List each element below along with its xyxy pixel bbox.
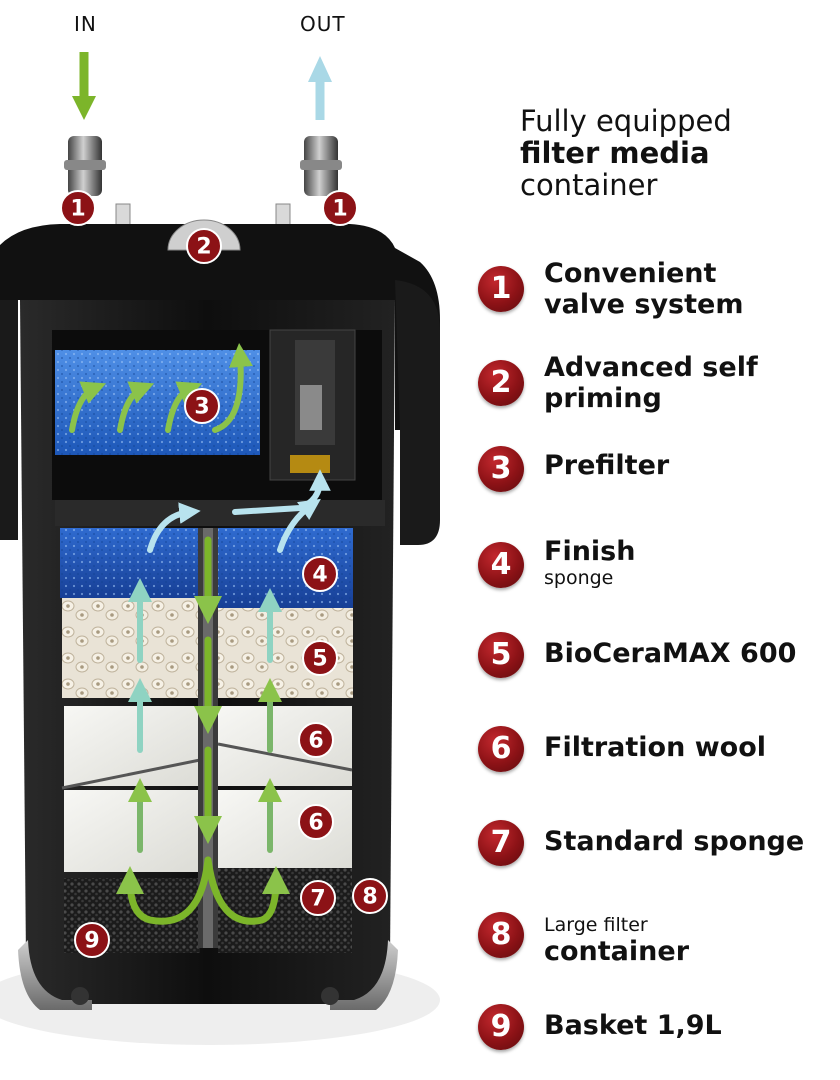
legend-label-line1: Basket 1,9L [544,1010,722,1041]
callout-badge-1: 1 [322,190,358,226]
callout-number: 8 [362,885,377,910]
legend-label-line2: priming [544,383,662,414]
legend-label: Prefilter [544,450,669,481]
legend-label-line1: Advanced self [544,352,758,383]
callout-number: 4 [312,563,327,588]
legend-badge: 9 [478,1004,524,1050]
callout-number: 2 [196,235,211,260]
callout-badge-9: 9 [74,922,110,958]
legend-label: BioCeraMAX 600 [544,638,796,669]
callout-number: 6 [308,729,323,754]
callout-circle [74,922,110,958]
callout-circle [60,190,96,226]
callout-circle [352,878,388,914]
callout-circle [298,722,334,758]
callout-badge-7: 7 [300,880,336,916]
callout-circle [302,556,338,592]
legend-label-line1: Prefilter [544,450,670,481]
filter-cutaway-illustration: 1 1 2 3 4 5 6 6 7 8 9 [0,52,440,1045]
callout-number: 1 [332,197,347,222]
callout-badge-6: 6 [298,804,334,840]
callout-circle [300,880,336,916]
legend-label-line2: valve system [544,289,744,320]
callout-circle [298,804,334,840]
legend-label: Filtration wool [544,732,766,763]
callout-badge-2: 2 [186,228,222,264]
callout-number: 3 [194,395,209,420]
legend-badge: 6 [478,726,524,772]
callout-number: 5 [312,647,327,672]
callout-number: 7 [310,887,325,912]
legend-label: Large filter container [544,914,689,967]
headline-line-3: container [520,168,658,202]
callout-badge-5: 5 [302,640,338,676]
legend-badge: 1 [478,266,524,312]
legend-badge: 2 [478,360,524,406]
legend-label: Advanced self priming [544,352,758,414]
legend-label: Convenient valve system [544,258,743,320]
legend-badge: 3 [478,446,524,492]
legend-badge: 7 [478,820,524,866]
legend-label-line1: container [544,936,690,967]
callout-circle [302,640,338,676]
legend-label-line1: Convenient [544,258,717,289]
callout-number: 6 [308,811,323,836]
legend-label-line1: Standard sponge [544,826,805,857]
headline: Fully equipped filter media container [520,105,732,201]
callout-badge-6: 6 [298,722,334,758]
callout-number: 1 [70,197,85,222]
callout-badge-4: 4 [302,556,338,592]
legend-label-pre: Large filter [544,914,648,936]
legend-badge: 8 [478,912,524,958]
callout-circle [184,388,220,424]
in-label: IN [74,12,97,36]
out-label: OUT [300,12,346,36]
headline-line-1: Fully equipped [520,104,732,138]
callout-badge-8: 8 [352,878,388,914]
legend-label: Basket 1,9L [544,1010,722,1041]
callout-badge-3: 3 [184,388,220,424]
legend-label: Standard sponge [544,826,804,857]
callout-circle [322,190,358,226]
callout-circle [186,228,222,264]
legend-label-line1: Finish [544,536,636,567]
legend-label-line1: BioCeraMAX 600 [544,638,797,669]
callout-badge-1: 1 [60,190,96,226]
legend-badge: 5 [478,632,524,678]
headline-line-2: filter media [520,136,710,170]
legend-badge: 4 [478,542,524,588]
legend-label: Finish sponge [544,536,635,589]
legend-label-sub: sponge [544,567,614,589]
legend-label-line1: Filtration wool [544,732,767,763]
callout-number: 9 [84,929,99,954]
